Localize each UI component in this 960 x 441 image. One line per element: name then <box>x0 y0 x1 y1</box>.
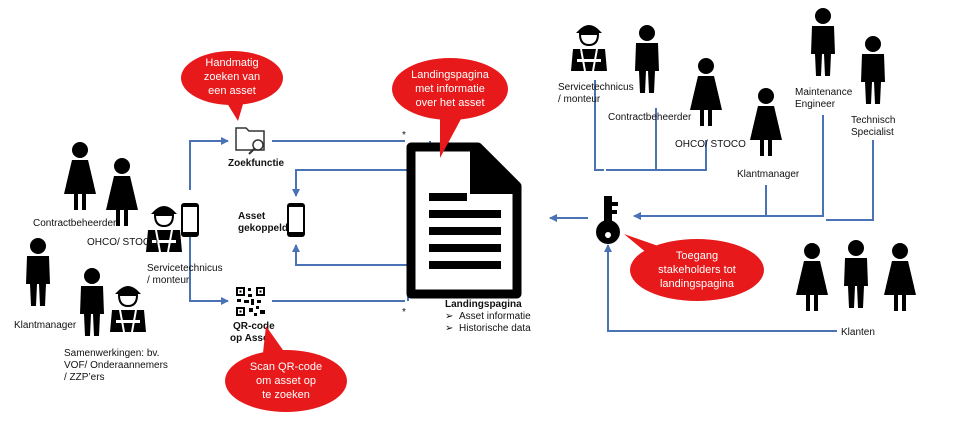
label-op-asset: op Asset <box>230 333 273 344</box>
qr-code-icon <box>236 287 265 316</box>
phone-icon-left <box>181 203 199 237</box>
label-klanten: Klanten <box>841 327 875 338</box>
callout-scan-line-3: te zoeken <box>262 389 310 401</box>
label-samenwerkingen-3: / ZZP’ers <box>64 372 105 383</box>
contractbeheerder-figure-right <box>635 25 659 93</box>
label-specialist: Specialist <box>851 127 894 138</box>
right-stakeholder-group: Servicetechnicus / monteur Contractbehee… <box>558 8 916 338</box>
samenwerking-man-figure <box>80 268 104 336</box>
item-historische-data: Historische data <box>459 323 531 334</box>
asterisk-bottom: * <box>402 307 406 318</box>
item-asset-informatie: Asset informatie <box>459 311 531 322</box>
label-klantmanager-left: Klantmanager <box>14 320 77 331</box>
klantmanager-figure-left <box>26 238 50 306</box>
klant-figure-3 <box>884 243 916 311</box>
label-qr-code: QR-code <box>233 321 275 332</box>
label-zoekfunctie: Zoekfunctie <box>228 158 285 169</box>
folder-search-icon <box>235 127 265 155</box>
callout-toegang-line-3: landingspagina <box>660 278 735 290</box>
asset-gekoppeld-node: Asset gekoppeld <box>238 203 305 237</box>
ohco-stoco-figure <box>106 158 138 226</box>
phone-icon-center <box>287 203 305 237</box>
callout-toegang: Toegang stakeholders tot landingspagina <box>624 234 764 301</box>
asterisk-top: * <box>402 130 406 141</box>
label-contractbeheerder-right: Contractbeheerder <box>608 112 692 123</box>
label-maintenance: Maintenance <box>795 87 853 98</box>
callout-handmatig-line-3: een asset <box>208 85 256 97</box>
label-gekoppeld: gekoppeld <box>238 223 288 234</box>
callout-landingspagina-line-2: met informatie <box>415 83 485 95</box>
label-samenwerkingen-1: Samenwerkingen: bv. <box>64 348 159 359</box>
label-technisch: Technisch <box>851 115 895 126</box>
callout-landingspagina-line-3: over het asset <box>415 97 484 109</box>
label-ohco-stoco-left: OHCO/ STOCO <box>87 237 158 248</box>
callout-scan-line-2: om asset op <box>256 375 316 387</box>
label-asset: Asset <box>238 211 266 222</box>
callout-landingspagina: Landingspagina met informatie over het a… <box>392 58 508 158</box>
callout-handmatig-line-2: zoeken van <box>204 71 260 83</box>
callout-scan: Scan QR-code om asset op te zoeken <box>225 326 347 412</box>
klantmanager-figure-right <box>750 88 782 156</box>
callout-handmatig-line-1: Handmatig <box>205 57 258 69</box>
qr-code-node: QR-code op Asset <box>230 287 275 344</box>
zoekfunctie-node: Zoekfunctie <box>228 127 285 169</box>
callout-scan-line-1: Scan QR-code <box>250 361 322 373</box>
label-servicetechnicus-right-2: / monteur <box>558 94 601 105</box>
label-ohco-stoco-right: OHCO/ STOCO <box>675 139 746 150</box>
label-servicetechnicus-right-1: Servicetechnicus <box>558 82 634 93</box>
technisch-specialist-figure <box>861 36 885 104</box>
callout-toegang-line-1: Toegang <box>676 250 718 262</box>
bullet-1: ➢ <box>445 311 453 322</box>
key-icon <box>596 196 620 244</box>
callout-handmatig: Handmatig zoeken van een asset <box>181 51 283 121</box>
label-contractbeheerder-left: Contractbeheerder <box>33 218 117 229</box>
maintenance-engineer-figure <box>811 8 835 76</box>
samenwerking-worker-figure <box>109 285 147 333</box>
left-stakeholder-group: Contractbeheerder OHCO/ STOCO Servicetec… <box>14 142 223 383</box>
callout-toegang-line-2: stakeholders tot <box>658 264 736 276</box>
label-engineer: Engineer <box>795 99 836 110</box>
label-klantmanager-right: Klantmanager <box>737 169 800 180</box>
contractbeheerder-figure <box>64 142 96 210</box>
ohco-stoco-figure-right <box>690 58 722 126</box>
callout-landingspagina-line-1: Landingspagina <box>411 69 490 81</box>
label-servicetechnicus-left-1: Servicetechnicus <box>147 263 223 274</box>
klant-figure-2 <box>844 240 868 308</box>
landingspagina-document: Landingspagina ➢ Asset informatie ➢ Hist… <box>406 142 531 334</box>
klant-figure-1 <box>796 243 828 311</box>
document-icon <box>406 142 522 299</box>
servicetechnicus-figure-right <box>570 24 608 72</box>
bullet-2: ➢ <box>445 323 453 334</box>
label-samenwerkingen-2: VOF/ Onderaannemers <box>64 360 168 371</box>
label-servicetechnicus-left-2: / monteur <box>147 275 190 286</box>
label-landingspagina: Landingspagina <box>445 299 522 310</box>
